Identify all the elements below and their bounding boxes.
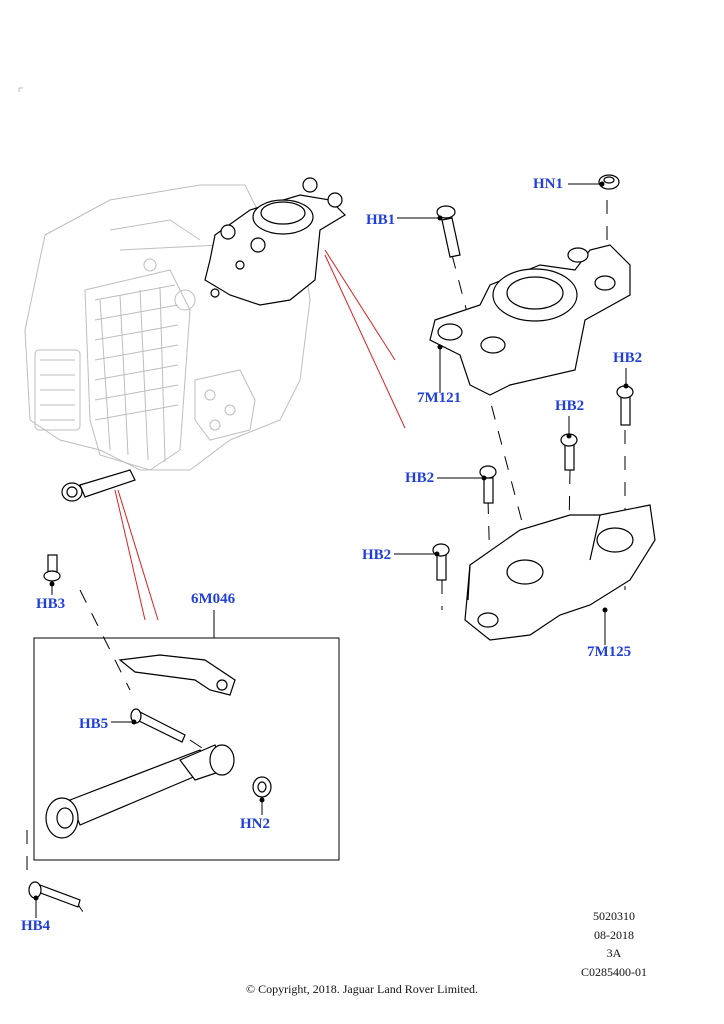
callout-HB2[interactable]: HB2: [405, 470, 435, 486]
transmission-ghost: [24, 184, 311, 471]
callout-HB5[interactable]: HB5: [79, 716, 109, 732]
bolt-HB5: [130, 708, 186, 743]
bolt-HB2-2: [560, 433, 578, 471]
engine-mount-7M121: [429, 244, 631, 396]
callout-HB4[interactable]: HB4: [21, 918, 51, 934]
illustration-code: C0285400-01: [581, 964, 647, 979]
torque-rod-installed: [61, 469, 136, 502]
bracket-7M125: [464, 504, 656, 641]
nut-HN2: [252, 776, 272, 798]
torque-rod-6M046: [45, 654, 236, 839]
callout-HB2[interactable]: HB2: [613, 350, 643, 366]
mount-installed: [204, 177, 346, 306]
bolt-HB2-4: [432, 543, 450, 581]
callout-leaders: [33, 181, 629, 918]
callout-HB2[interactable]: HB2: [555, 398, 585, 414]
callout-7M125[interactable]: 7M125: [587, 644, 632, 660]
illustration-revision: 3A: [606, 946, 622, 960]
callout-HN2[interactable]: HN2: [240, 816, 270, 832]
bolt-HB2-3: [479, 465, 497, 504]
bolt-HB1: [436, 205, 461, 258]
illustration-number: 5020310: [593, 909, 635, 923]
callout-HN1[interactable]: HN1: [533, 176, 563, 192]
callout-HB2[interactable]: HB2: [362, 547, 392, 563]
callout-6M046[interactable]: 6M046: [191, 591, 236, 607]
bolts: [28, 174, 634, 908]
bolt-HB2-1: [616, 385, 634, 426]
bolt-HB3: [43, 554, 61, 582]
red-leader-lines: [114, 249, 406, 621]
meta-block: 5020310 08-2018 3A C0285400-01: [554, 907, 674, 981]
kit-box-6M046: [33, 637, 340, 861]
callout-HB3[interactable]: HB3: [36, 596, 66, 612]
corner-mark: [18, 87, 23, 92]
copyright: © Copyright, 2018. Jaguar Land Rover Lim…: [245, 982, 479, 996]
callout-HB1[interactable]: HB1: [366, 212, 396, 228]
bolt-HB4: [28, 881, 81, 908]
callout-7M121[interactable]: 7M121: [417, 390, 462, 406]
illustration-date: 08-2018: [594, 927, 634, 942]
